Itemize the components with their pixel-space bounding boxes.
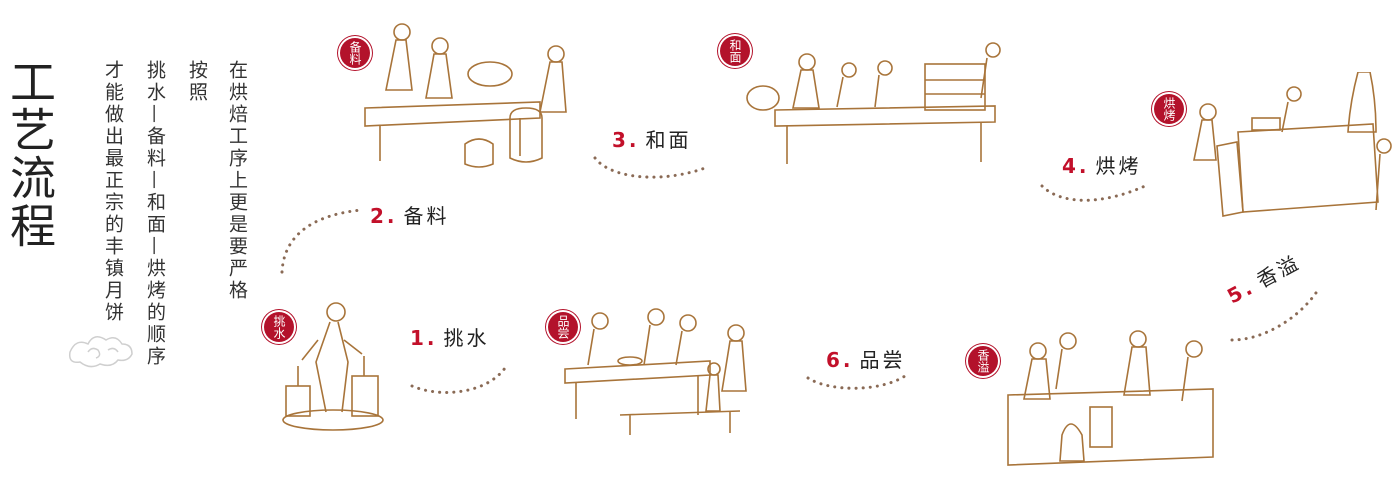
connector-4 — [1040, 184, 1147, 202]
seal-step-2: 备料 — [340, 38, 370, 68]
step-2-label: 2.备料 — [370, 204, 450, 228]
seal-step-5: 香溢 — [968, 346, 998, 376]
seal-step-1: 挑水 — [264, 312, 294, 342]
description-col-3: 挑水—备料—和面—烘烤的顺序 — [144, 60, 166, 368]
dough-kneading-illustration — [746, 42, 1001, 164]
step-1-label: 1.挑水 — [410, 326, 490, 350]
step-3-label: 3.和面 — [612, 128, 692, 152]
cloud-ornament-icon — [68, 336, 133, 368]
tasting-illustration — [564, 308, 747, 435]
baking-oven-illustration — [1193, 72, 1392, 217]
connector-2 — [410, 366, 507, 394]
page-title: 工艺流程 — [3, 58, 57, 250]
connector-3 — [593, 156, 707, 179]
seal-step-6: 品尝 — [548, 312, 578, 342]
description-col-1: 在烘焙工序上更是要严格 — [226, 60, 248, 302]
description-col-2: 按照 — [186, 60, 208, 104]
seal-step-4: 烘烤 — [1154, 94, 1184, 124]
market-stall-illustration — [1007, 330, 1214, 466]
seal-step-3: 和面 — [720, 36, 750, 66]
connector-1 — [280, 208, 364, 274]
step-6-label: 6.品尝 — [826, 348, 906, 372]
description-col-4: 才能做出最正宗的丰镇月饼 — [102, 60, 124, 324]
ingredients-prep-illustration — [364, 23, 567, 168]
water-carrying-illustration — [282, 302, 384, 431]
connector-6 — [806, 374, 907, 390]
step-4-label: 4.烘烤 — [1062, 154, 1142, 178]
connector-5 — [1230, 288, 1320, 342]
